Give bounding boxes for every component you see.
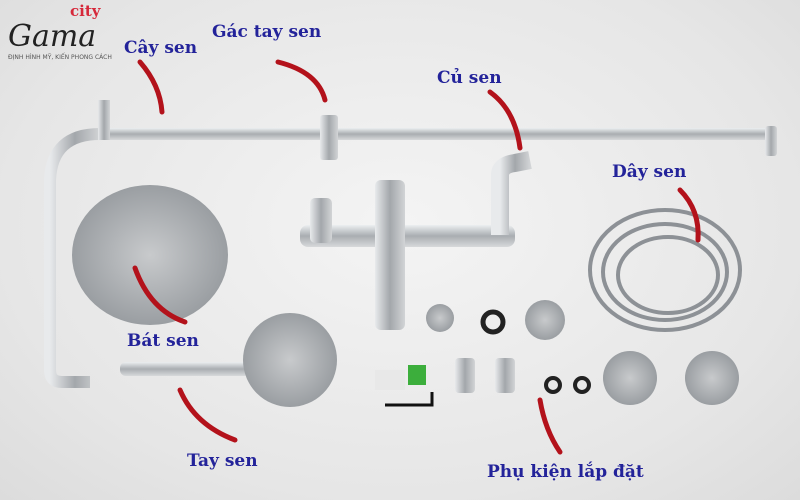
label-tay-sen: Tay sen xyxy=(187,451,258,471)
label-phu-kien: Phụ kiện lắp đặt xyxy=(487,462,644,482)
gama-city-logo: city Gama ĐỊNH HÌNH MỸ, KIẾN PHONG CÁCH xyxy=(8,2,112,62)
logo-tagline: ĐỊNH HÌNH MỸ, KIẾN PHONG CÁCH xyxy=(8,54,112,61)
hand-shower xyxy=(120,313,337,407)
shower-hose xyxy=(588,208,742,332)
label-cu-sen: Củ sen xyxy=(437,68,502,88)
logo-accent: city xyxy=(70,2,101,20)
label-bat-sen: Bát sen xyxy=(127,331,199,351)
label-day-sen: Dây sen xyxy=(612,162,687,182)
annotation-arrows xyxy=(132,59,701,455)
shower-rail xyxy=(44,100,777,388)
label-gac-tay-sen: Gác tay sen xyxy=(212,22,322,42)
logo-text: Gama xyxy=(8,19,97,54)
installation-accessories xyxy=(375,300,739,407)
rain-shower-head xyxy=(72,185,228,325)
label-cay-sen: Cây sen xyxy=(124,38,198,58)
mixer-valve xyxy=(300,151,532,330)
